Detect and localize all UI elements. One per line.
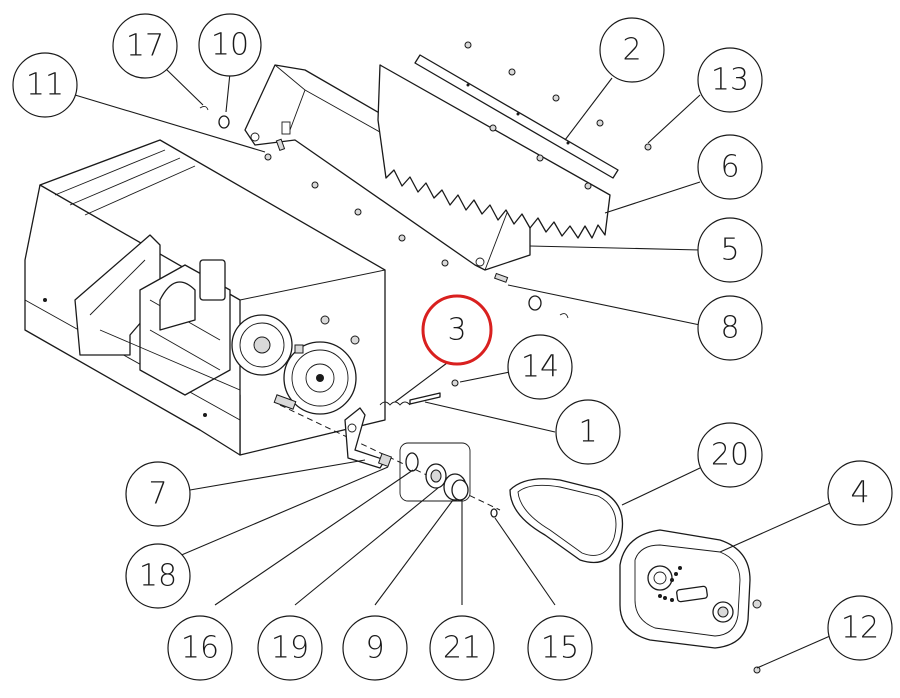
- svg-text:13: 13: [711, 63, 749, 98]
- drive-belt: [509, 478, 624, 564]
- belt-cover: [619, 529, 762, 674]
- callouts: 17 10 11 2 13 6 5 8 3 14 1 20 4 7 18 12 …: [12, 13, 893, 681]
- callout-5: 5: [697, 217, 763, 283]
- callout-21: 21: [429, 615, 495, 681]
- serrated-blade: [377, 64, 611, 239]
- svg-text:12: 12: [841, 611, 879, 646]
- svg-text:2: 2: [622, 33, 641, 68]
- svg-text:8: 8: [720, 311, 739, 346]
- tension-arm-group: [273, 394, 501, 518]
- hardware-small: [199, 41, 652, 406]
- callout-16: 16: [167, 615, 233, 681]
- svg-text:9: 9: [365, 631, 384, 666]
- callout-17: 17: [112, 13, 178, 79]
- callout-18: 18: [125, 543, 191, 609]
- svg-text:3: 3: [447, 313, 466, 348]
- svg-text:6: 6: [720, 150, 739, 185]
- callout-7: 7: [125, 461, 191, 527]
- callout-20: 20: [697, 422, 763, 488]
- callout-12: 12: [827, 595, 893, 661]
- callout-4: 4: [827, 460, 893, 526]
- callout-15: 15: [527, 615, 593, 681]
- svg-text:19: 19: [271, 631, 309, 666]
- callout-11: 11: [12, 52, 78, 118]
- main-housing: [24, 139, 386, 456]
- svg-text:4: 4: [850, 476, 869, 511]
- svg-text:10: 10: [211, 28, 249, 63]
- svg-text:7: 7: [148, 477, 167, 512]
- callout-9: 9: [342, 615, 408, 681]
- callout-1: 1: [555, 399, 621, 465]
- svg-text:14: 14: [521, 350, 559, 385]
- callout-2: 2: [599, 17, 665, 83]
- svg-text:1: 1: [578, 415, 597, 450]
- svg-text:21: 21: [443, 631, 481, 666]
- svg-text:15: 15: [541, 631, 579, 666]
- callout-6: 6: [697, 134, 763, 200]
- svg-text:18: 18: [139, 559, 177, 594]
- svg-text:20: 20: [711, 438, 749, 473]
- callout-13: 13: [697, 47, 763, 113]
- strip-bar: [414, 54, 619, 179]
- leader-lines: [74, 67, 831, 669]
- svg-text:5: 5: [720, 233, 739, 268]
- callout-14: 14: [507, 334, 573, 400]
- callout-10: 10: [198, 13, 262, 77]
- svg-text:17: 17: [126, 29, 164, 64]
- callout-8: 8: [697, 295, 763, 361]
- svg-text:11: 11: [26, 68, 64, 103]
- callout-3: 3: [421, 294, 493, 366]
- svg-text:16: 16: [181, 631, 219, 666]
- callout-19: 19: [257, 615, 323, 681]
